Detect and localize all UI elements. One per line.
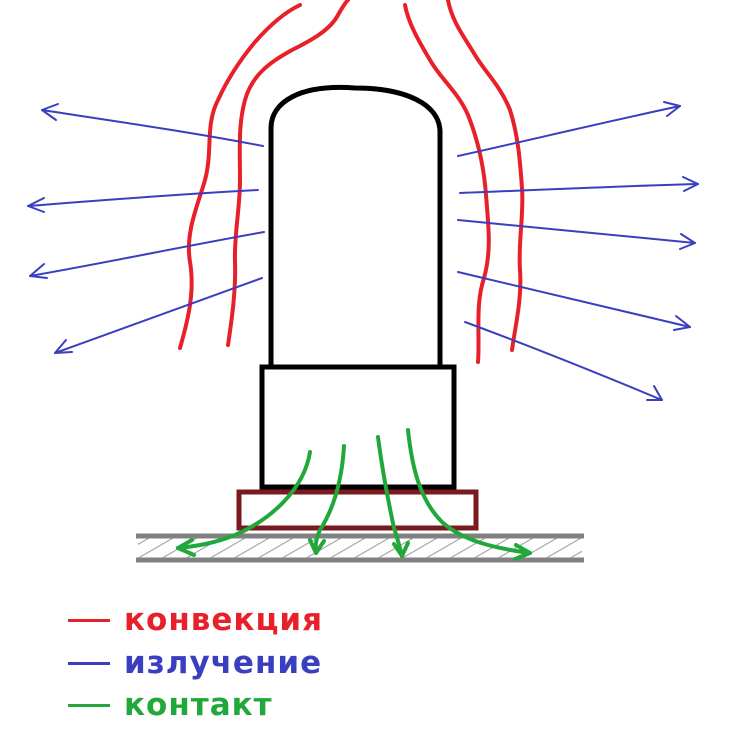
radiation-arrow-left-3 bbox=[29, 231, 265, 279]
convection-stream-right-outer bbox=[446, 0, 525, 352]
legend-line-contact bbox=[68, 703, 110, 707]
radiation-arrow-right-3 bbox=[457, 219, 696, 250]
legend-label-contact: контакт bbox=[124, 687, 273, 723]
contact-arrow-3 bbox=[376, 435, 410, 558]
radiation-arrow-right-2 bbox=[459, 176, 699, 194]
lamp-base-icon bbox=[259, 364, 457, 490]
legend-label-convection: конвекция bbox=[124, 602, 324, 638]
radiation-arrow-right-4 bbox=[457, 271, 691, 331]
radiation-arrow-left-2 bbox=[27, 189, 259, 213]
radiation-arrow-left-4 bbox=[54, 277, 263, 354]
heat-pad-icon bbox=[236, 489, 479, 531]
contact-arrow-4 bbox=[406, 428, 532, 561]
radiation-arrow-right-5 bbox=[464, 321, 663, 401]
legend-line-radiation bbox=[68, 661, 110, 665]
legend-item-radiation: излучение bbox=[68, 643, 322, 683]
contact-arrow-1 bbox=[176, 450, 312, 557]
legend-label-radiation: излучение bbox=[124, 645, 323, 681]
contact-arrows bbox=[176, 428, 532, 561]
legend-item-contact: контакт bbox=[68, 685, 273, 725]
radiation-arrow-left-1 bbox=[41, 103, 264, 147]
convection-streams bbox=[178, 0, 525, 364]
contact-arrow-2 bbox=[308, 444, 346, 555]
radiation-arrow-right-1 bbox=[457, 101, 681, 157]
convection-stream-left-inner bbox=[226, 0, 350, 347]
legend-line-convection bbox=[68, 618, 110, 622]
lamp-bulb-icon bbox=[268, 84, 443, 365]
legend-item-convection: конвекция bbox=[68, 600, 323, 640]
convection-stream-right-inner bbox=[403, 3, 491, 364]
convection-stream-left-outer bbox=[178, 3, 302, 350]
radiation-arrows bbox=[27, 101, 699, 401]
